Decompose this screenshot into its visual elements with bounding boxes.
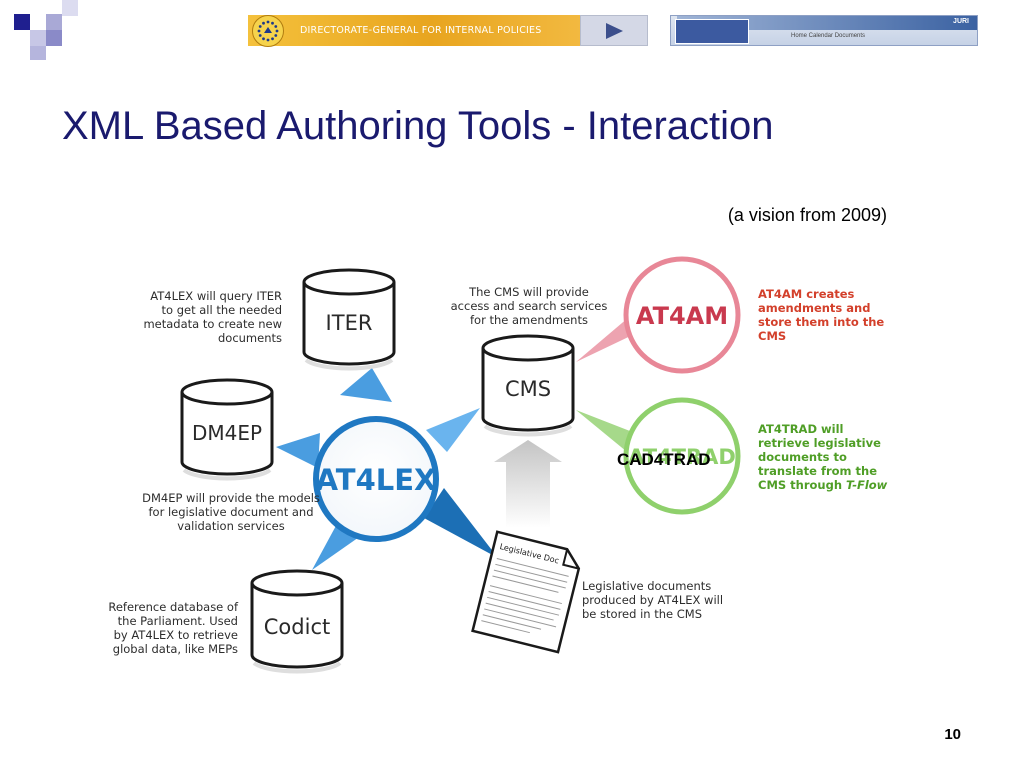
hub-label: AT4LEX	[316, 463, 437, 497]
star-point-iter	[340, 368, 392, 402]
at4trad-label: AT4TRAD	[628, 445, 736, 469]
star-point-cms	[426, 408, 480, 452]
legislative-document: Legislative Doc	[471, 530, 581, 654]
db-label-codict: Codict	[264, 615, 330, 639]
ep-website-banner: JURI Home Calendar Documents	[670, 15, 978, 46]
db-label-iter: ITER	[326, 311, 373, 335]
cad4trad-overlay-label: CAD4TRAD	[617, 450, 711, 469]
play-triangle-icon	[606, 22, 623, 39]
at4lex-hub	[313, 416, 439, 542]
slide-title: XML Based Authoring Tools - Interaction	[62, 104, 774, 148]
db-iter	[302, 268, 396, 371]
star-point-dm4ep	[276, 433, 320, 468]
header-title: DIRECTORATE-GENERAL FOR INTERNAL POLICIE…	[300, 25, 542, 36]
header-banner: DIRECTORATE-GENERAL FOR INTERNAL POLICIE…	[248, 14, 580, 47]
db-dm4ep	[180, 378, 274, 481]
at4am-label: AT4AM	[636, 302, 728, 330]
slide-subtitle: (a vision from 2009)	[727, 205, 887, 225]
at4trad-circle	[623, 397, 741, 515]
ep-tag: JURI	[953, 18, 969, 25]
star-point-doc	[424, 488, 498, 558]
eu-stars-logo-icon	[252, 14, 284, 47]
ep-logo-card	[675, 19, 749, 44]
play-button[interactable]	[580, 15, 648, 46]
page-number: 10	[944, 726, 961, 743]
db-codict	[250, 569, 344, 674]
db-cms	[481, 334, 575, 437]
corner-decoration	[0, 0, 80, 60]
db-label-dm4ep: DM4EP	[192, 421, 262, 445]
hub-star-points	[276, 368, 498, 570]
ep-nav-bar	[677, 16, 977, 30]
at4am-circle	[623, 256, 741, 374]
doc-to-cms-arrow	[494, 440, 562, 528]
db-label-cms: CMS	[505, 377, 551, 401]
ep-menu: Home Calendar Documents	[791, 33, 866, 39]
